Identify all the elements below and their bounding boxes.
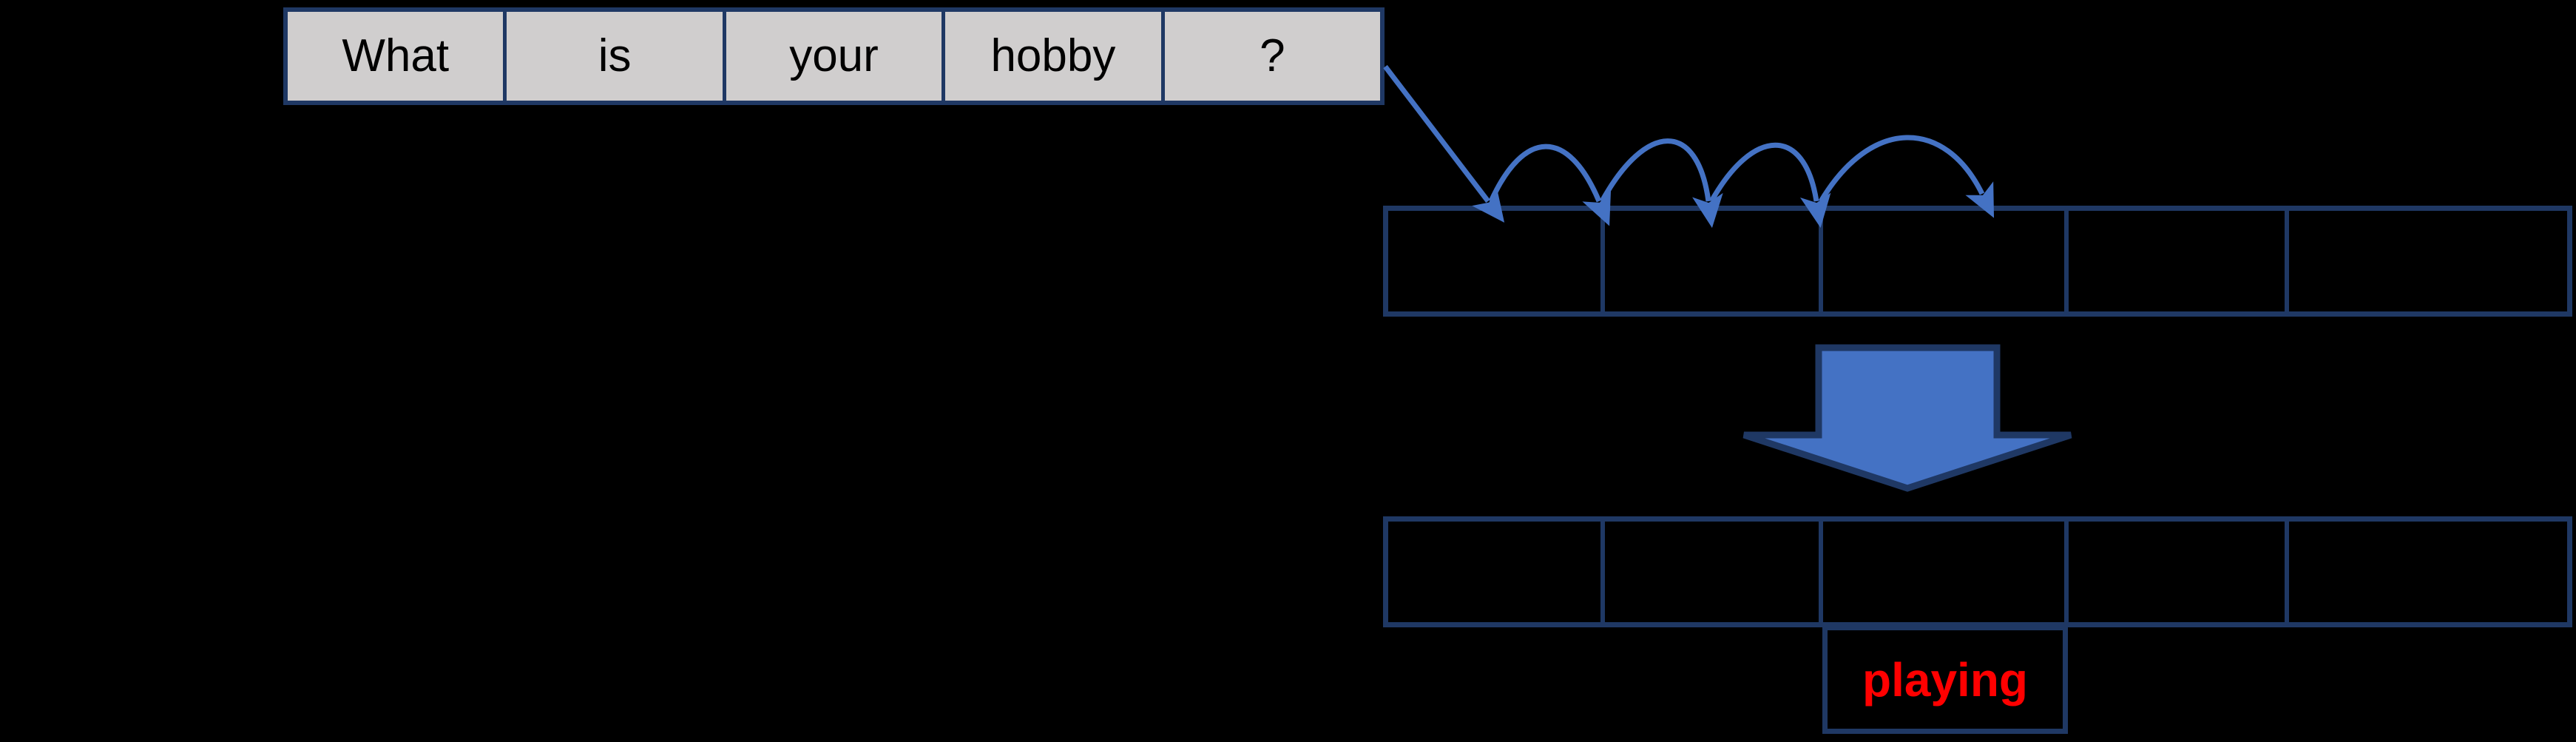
source-token-cell-1[interactable]: What xyxy=(288,12,507,101)
diagonal-feed-arrow xyxy=(1383,64,1505,223)
recurrent-arc-3 xyxy=(1708,142,1831,228)
encoder-cell-4[interactable] xyxy=(2069,211,2289,311)
decoder-cell-2[interactable] xyxy=(1605,522,1823,622)
recurrent-arc-1 xyxy=(1488,144,1612,226)
decoder-cell-1[interactable] xyxy=(1388,522,1605,622)
decoder-states-row xyxy=(1383,516,2572,627)
encoder-cell-2[interactable] xyxy=(1605,211,1823,311)
decoder-cell-3[interactable] xyxy=(1823,522,2069,622)
down-block-arrow xyxy=(1742,344,2072,492)
source-token-cell-5[interactable]: ? xyxy=(1164,12,1381,101)
recurrent-arc-4 xyxy=(1818,135,1995,218)
encoder-cell-3[interactable] xyxy=(1823,211,2069,311)
recurrent-arc-2 xyxy=(1599,138,1723,229)
decoder-cell-5[interactable] xyxy=(2289,522,2567,622)
source-token-cell-3[interactable]: your xyxy=(726,12,946,101)
encoder-states-row xyxy=(1383,206,2572,317)
prediction-output-cell[interactable]: playing xyxy=(1822,625,2068,734)
decoder-cell-4[interactable] xyxy=(2069,522,2289,622)
encoder-cell-1[interactable] xyxy=(1388,211,1605,311)
source-token-cell-4[interactable]: hobby xyxy=(945,12,1165,101)
encoder-cell-5[interactable] xyxy=(2289,211,2567,311)
source-token-cell-2[interactable]: is xyxy=(507,12,726,101)
input-question-row: What is your hobby ? xyxy=(283,7,1385,105)
